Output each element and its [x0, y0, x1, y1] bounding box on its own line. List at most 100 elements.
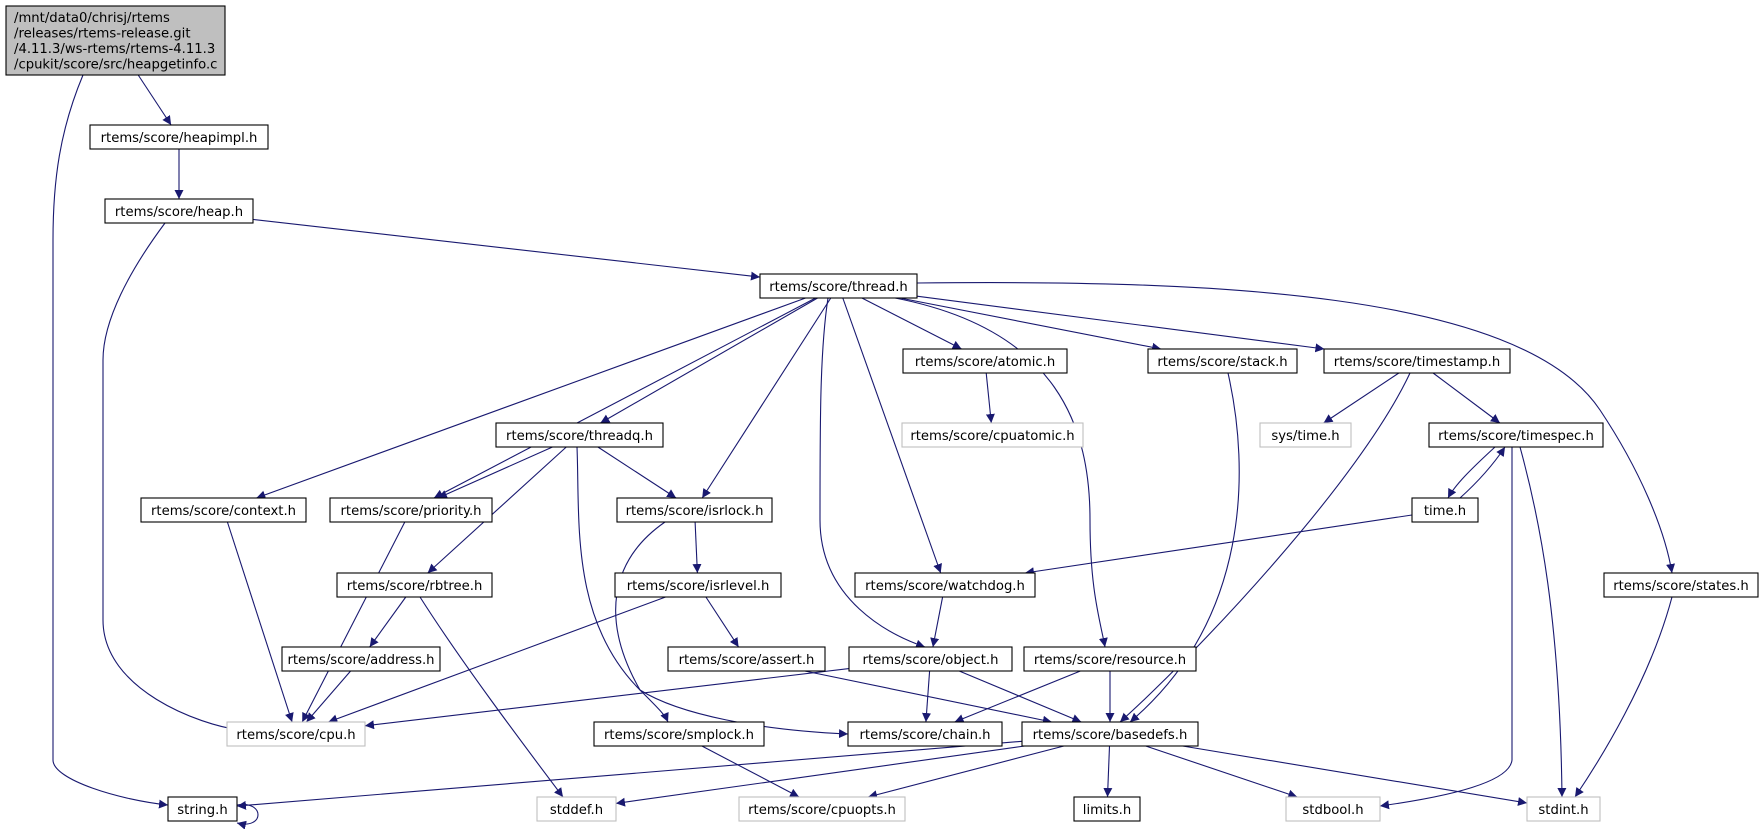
edge-isrlevel-to-cpu [328, 596, 666, 724]
node-label: /mnt/data0/chrisj/rtems [14, 11, 170, 26]
node-assert[interactable]: rtems/score/assert.h [667, 646, 826, 672]
node-resource[interactable]: rtems/score/resource.h [1023, 646, 1197, 672]
node-box [847, 721, 1003, 747]
node-thread[interactable]: rtems/score/thread.h [759, 273, 918, 299]
edge-atomic-to-cpuatomic [985, 372, 995, 424]
node-box [1259, 422, 1352, 448]
node-box [1147, 348, 1298, 374]
edge-root-to-string [52, 74, 169, 809]
node-label: rtems/score/assert.h [679, 653, 815, 668]
node-box [1603, 572, 1759, 598]
node-cpu[interactable]: rtems/score/cpu.h [226, 721, 366, 747]
node-stddef[interactable]: stddef.h [536, 796, 617, 822]
node-label: sys/time.h [1271, 429, 1339, 444]
node-object[interactable]: rtems/score/object.h [848, 646, 1013, 672]
node-label: limits.h [1083, 803, 1131, 818]
node-label: rtems/score/cpu.h [236, 728, 355, 743]
node-atomic[interactable]: rtems/score/atomic.h [902, 348, 1068, 374]
edge-timespec-to-stdbool [1379, 447, 1513, 810]
edge-isrlevel-to-assert [705, 596, 740, 648]
node-label: rtems/score/heapimpl.h [101, 131, 258, 146]
edge-thread-to-priority [433, 297, 816, 499]
node-stack[interactable]: rtems/score/stack.h [1147, 348, 1298, 374]
node-box [848, 646, 1013, 672]
node-label: /cpukit/score/src/heapgetinfo.c [14, 58, 217, 73]
edge-basedefs-to-limits [1103, 745, 1113, 798]
node-box [167, 796, 238, 822]
edges-layer [52, 74, 1675, 829]
edge-thread-to-atomic [861, 297, 962, 350]
node-timestamp[interactable]: rtems/score/timestamp.h [1323, 348, 1511, 374]
edge-basedefs-to-stddef [615, 745, 1025, 807]
edge-basedefs-to-stdbool [1145, 745, 1298, 799]
node-label: rtems/score/priority.h [341, 504, 482, 519]
node-context[interactable]: rtems/score/context.h [140, 497, 307, 523]
node-box [759, 273, 918, 299]
node-box [89, 124, 269, 150]
node-watchdog[interactable]: rtems/score/watchdog.h [854, 572, 1036, 598]
edge-thread-to-states [916, 282, 1675, 574]
node-isrlevel[interactable]: rtems/score/isrlevel.h [614, 572, 782, 598]
node-label: rtems/score/object.h [863, 653, 999, 668]
edge-thread-to-object [819, 297, 926, 649]
node-box [593, 721, 765, 747]
node-isrlock[interactable]: rtems/score/isrlock.h [616, 497, 773, 523]
edge-heap-to-thread [252, 218, 761, 281]
node-label: rtems/score/states.h [1613, 579, 1749, 594]
node-box [1526, 796, 1601, 822]
node-stdbool[interactable]: stdbool.h [1285, 796, 1381, 822]
edge-string-to-string [236, 803, 259, 829]
edge-thread-to-resource [894, 297, 1108, 648]
node-string[interactable]: string.h [167, 796, 238, 822]
node-box [854, 572, 1036, 598]
node-label: /releases/rtems-release.git [14, 27, 191, 42]
edge-thread-to-timestamp [916, 295, 1325, 353]
edge-timeh-to-watchdog [1024, 514, 1413, 577]
node-label: rtems/score/basedefs.h [1033, 728, 1188, 743]
node-priority[interactable]: rtems/score/priority.h [329, 497, 493, 523]
node-heapimpl[interactable]: rtems/score/heapimpl.h [89, 124, 269, 150]
nodes-layer: /mnt/data0/chrisj/rtems/releases/rtems-r… [5, 5, 1759, 822]
node-box [1073, 796, 1141, 822]
edge-timespec-to-stdint [1519, 446, 1567, 798]
edge-address-to-cpu [305, 670, 352, 723]
edge-timeh-to-timespec [1459, 446, 1506, 499]
edge-thread-to-context [256, 297, 806, 500]
node-box [281, 646, 441, 672]
node-cpuopts[interactable]: rtems/score/cpuopts.h [738, 796, 906, 822]
node-box [667, 646, 826, 672]
edge-object-to-cpu [364, 668, 850, 730]
node-address[interactable]: rtems/score/address.h [281, 646, 441, 672]
node-box [902, 348, 1068, 374]
node-root[interactable]: /mnt/data0/chrisj/rtems/releases/rtems-r… [5, 5, 226, 76]
node-cpuatomic[interactable]: rtems/score/cpuatomic.h [901, 422, 1084, 448]
edge-resource-to-chain [954, 670, 1081, 723]
node-stdint[interactable]: stdint.h [1526, 796, 1601, 822]
node-box [495, 422, 664, 448]
node-threadq[interactable]: rtems/score/threadq.h [495, 422, 664, 448]
node-label: rtems/score/rbtree.h [347, 579, 483, 594]
edge-rbtree-to-stddef [419, 596, 564, 798]
node-timespec[interactable]: rtems/score/timespec.h [1428, 422, 1604, 448]
node-box [1021, 721, 1199, 747]
node-heap[interactable]: rtems/score/heap.h [104, 198, 254, 224]
node-label: rtems/score/timestamp.h [1334, 355, 1500, 370]
node-rbtree[interactable]: rtems/score/rbtree.h [336, 572, 493, 598]
edge-timestamp-to-basedefs [1119, 372, 1411, 723]
edge-heap-to-cpu [102, 222, 241, 734]
edge-watchdog-to-object [930, 596, 944, 648]
node-limits[interactable]: limits.h [1073, 796, 1141, 822]
node-chain[interactable]: rtems/score/chain.h [847, 721, 1003, 747]
edge-smplock-to-cpuopts [701, 745, 800, 798]
edge-rbtree-to-address [369, 596, 407, 648]
edge-states-to-stdint [1574, 596, 1673, 798]
node-smplock[interactable]: rtems/score/smplock.h [593, 721, 765, 747]
node-timeh[interactable]: time.h [1411, 497, 1479, 523]
node-label: /4.11.3/ws-rtems/rtems-4.11.3 [14, 42, 215, 57]
node-states[interactable]: rtems/score/states.h [1603, 572, 1759, 598]
node-basedefs[interactable]: rtems/score/basedefs.h [1021, 721, 1199, 747]
node-label: time.h [1424, 504, 1466, 519]
node-label: rtems/score/thread.h [769, 280, 908, 295]
node-box [1285, 796, 1381, 822]
node-systime[interactable]: sys/time.h [1259, 422, 1352, 448]
